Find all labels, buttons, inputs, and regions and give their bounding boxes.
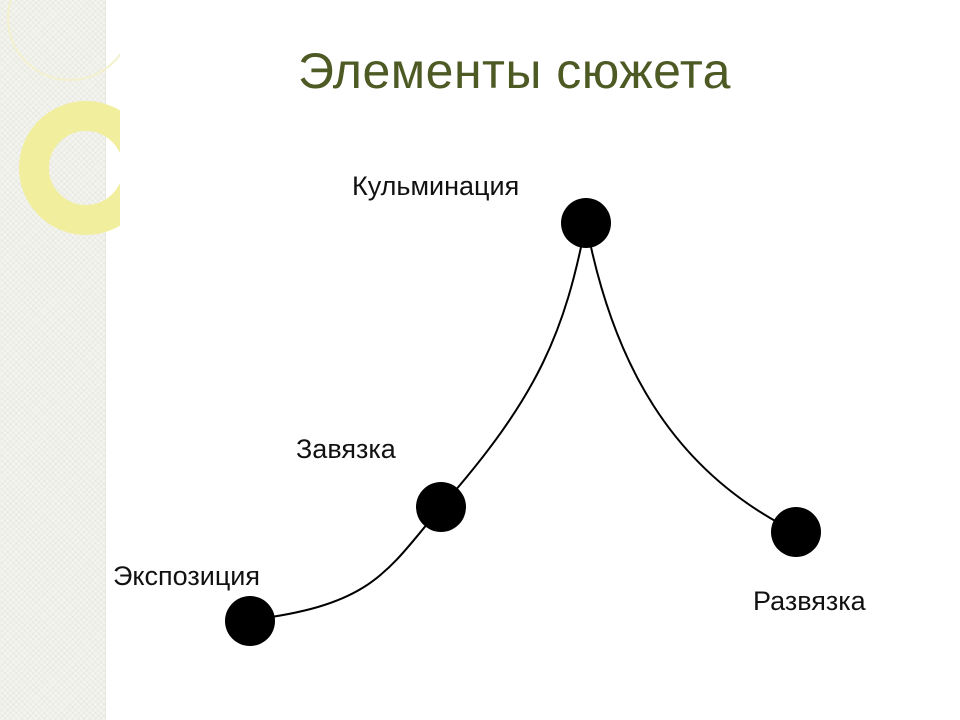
label-plot: Завязка [296,434,396,464]
curve-climax-to-resolution [585,222,797,533]
label-resolution: Развязка [753,586,866,616]
side-strip-edge [105,0,106,720]
node-plot [416,482,466,532]
decorative-ring [19,101,120,235]
decorative-rings [7,0,120,235]
curve-plot-to-climax [440,222,587,508]
curve-exposition-to-plot [249,506,442,621]
label-exposition: Экспозиция [113,561,260,591]
slide-title: Элементы сюжета [298,43,731,99]
node-resolution [771,507,821,557]
label-climax: Кульминация [352,171,520,201]
node-exposition [225,596,275,646]
node-climax [561,198,611,248]
decorative-arc [7,0,120,81]
